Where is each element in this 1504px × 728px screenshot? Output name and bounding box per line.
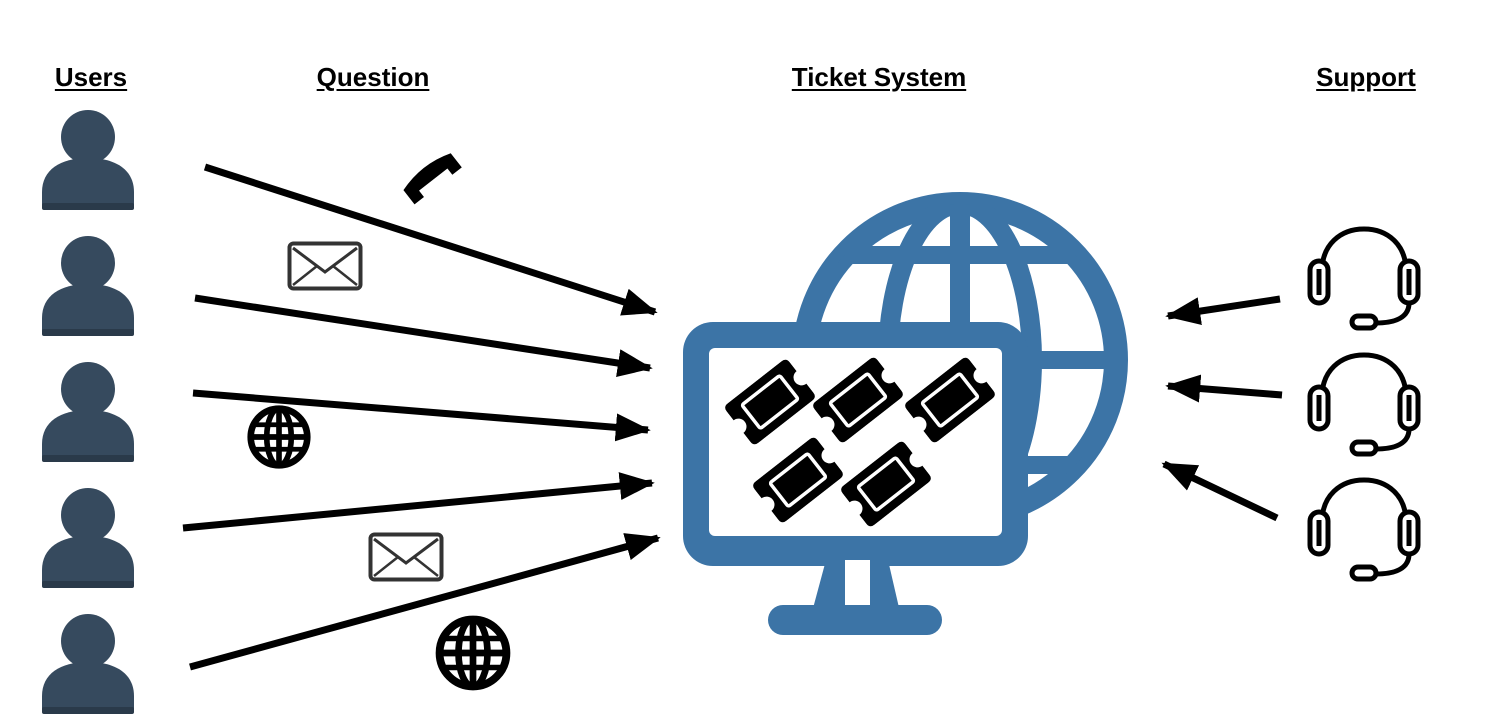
support-heading: Support [1316,62,1416,92]
question-arrows [182,163,661,671]
question-arrow [189,533,661,671]
user-icon [42,614,134,714]
users-column [42,110,134,714]
support-arrow [1165,374,1283,403]
phone-icon [403,153,462,205]
user-icon [42,110,134,210]
question-arrow [194,294,653,377]
support-arrows [1161,295,1283,522]
headset-icon [1310,480,1418,579]
support-column [1310,229,1418,579]
user-icon [42,236,134,336]
support-arrow [1161,460,1279,522]
question-arrow [192,389,651,442]
globe-icon [251,409,308,466]
ticket-system-heading: Ticket System [791,62,967,92]
headset-icon [1310,229,1418,328]
question-arrow [182,472,655,532]
envelope-icon [287,241,363,291]
support-arrow [1165,295,1281,326]
headset-icon [1310,355,1418,454]
user-icon [42,362,134,462]
question-channel-icons [251,153,507,687]
question-heading: Question [316,62,430,92]
question-arrow [203,163,658,316]
user-icon [42,488,134,588]
globe-icon [440,620,507,687]
users-heading: Users [54,62,128,92]
envelope-icon [368,532,444,582]
